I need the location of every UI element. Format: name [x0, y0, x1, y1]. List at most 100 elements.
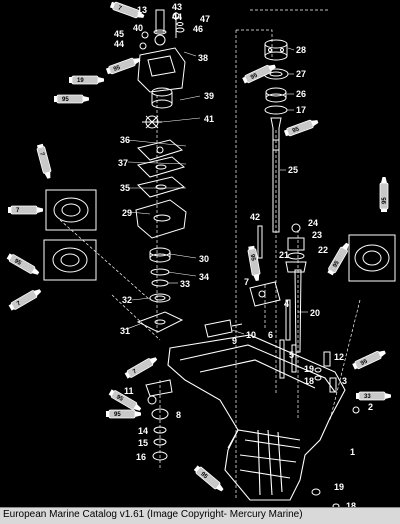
copyright-caption: European Marine Catalog v1.61 (Image Cop… [3, 509, 303, 520]
tube-t95g: 95 [326, 241, 352, 277]
svg-text:95: 95 [113, 65, 122, 73]
svg-text:95: 95 [13, 258, 22, 267]
tube-t95b: 95 [53, 94, 90, 104]
tube-t95h: 95 [246, 245, 262, 282]
callout-26: 26 [296, 89, 306, 99]
callout-47: 47 [200, 14, 210, 24]
sealant-tubes: 7 95 19 95 95 95 7 95 7 95 95 95 7 95 95… [5, 0, 392, 494]
callout-labels: 13 43 44 47 46 45 44 40 38 39 41 36 37 3… [114, 2, 373, 507]
driveshaft-bearings [263, 39, 289, 115]
callout-20: 20 [310, 308, 320, 318]
callout-27: 27 [296, 69, 306, 79]
callout-36: 36 [120, 135, 130, 145]
svg-text:7: 7 [16, 300, 22, 307]
svg-text:95: 95 [292, 126, 301, 134]
callout-17: 17 [296, 105, 306, 115]
callout-35: 35 [120, 183, 130, 193]
seals-and-plate [136, 247, 184, 333]
gearcase-housing [167, 334, 346, 501]
svg-text:95: 95 [250, 72, 259, 81]
callout-38: 38 [198, 53, 208, 63]
callout-30: 30 [199, 254, 209, 264]
svg-text:7: 7 [132, 368, 138, 375]
callout-7: 7 [244, 277, 249, 287]
svg-text:95: 95 [360, 358, 369, 367]
callout-34: 34 [199, 272, 209, 282]
callout-12: 12 [334, 352, 344, 362]
callout-45: 45 [114, 29, 124, 39]
leader-lines [123, 47, 308, 335]
svg-text:95: 95 [62, 97, 69, 103]
callout-2: 2 [368, 402, 373, 412]
callout-1: 1 [350, 447, 355, 457]
tube-t95k: 95 [105, 409, 142, 419]
callout-41: 41 [204, 114, 214, 124]
callout-24: 24 [308, 218, 318, 228]
callout-29: 29 [122, 208, 132, 218]
tube-t7e: 7 [123, 354, 159, 380]
callout-3: 3 [342, 376, 347, 386]
callout-43: 43 [172, 2, 182, 12]
callout-9: 9 [232, 336, 237, 346]
callout-16: 16 [136, 452, 146, 462]
dashed-centerlines [59, 9, 361, 500]
tube-t95e: 95 [379, 176, 389, 213]
callout-15: 15 [138, 438, 148, 448]
tube-t95a: 95 [105, 55, 142, 76]
callout-33: 33 [180, 279, 190, 289]
callout-10: 10 [246, 330, 256, 340]
tube-t95i: 95 [351, 347, 388, 371]
callout-19b: 19 [334, 482, 344, 492]
callout-37: 37 [118, 158, 128, 168]
seal-inset-boxes [43, 189, 396, 282]
exploded-parts-diagram: 7 95 19 95 95 95 7 95 7 95 95 95 7 95 95… [5, 0, 396, 507]
caption-bar: European Marine Catalog v1.61 (Image Cop… [0, 507, 400, 524]
callout-6: 6 [268, 330, 273, 340]
callout-31: 31 [120, 326, 130, 336]
callout-5: 5 [289, 350, 294, 360]
callout-25: 25 [288, 165, 298, 175]
svg-text:95: 95 [114, 412, 121, 418]
impeller-parts [142, 87, 173, 129]
callout-44b: 44 [114, 39, 124, 49]
water-pump-housing [137, 9, 186, 93]
callout-21: 21 [279, 250, 289, 260]
svg-text:95: 95 [199, 471, 208, 480]
tube-t7c: 7 [7, 205, 44, 215]
callout-8: 8 [176, 410, 181, 420]
tube-t7a: 7 [109, 0, 146, 21]
callout-19: 19 [304, 364, 314, 374]
callout-23: 23 [312, 230, 322, 240]
small-hardware [145, 339, 360, 507]
driveshaft [270, 117, 282, 233]
tube-t95l: 95 [192, 464, 226, 494]
shift-components [204, 223, 307, 353]
svg-text:95: 95 [115, 394, 124, 403]
svg-text:95: 95 [249, 254, 256, 262]
callout-18: 18 [304, 376, 314, 386]
callout-13: 13 [137, 5, 147, 15]
callout-14: 14 [138, 426, 148, 436]
callout-42: 42 [250, 212, 260, 222]
svg-text:7: 7 [16, 208, 20, 214]
callout-32: 32 [122, 295, 132, 305]
tube-t19: 19 [68, 75, 105, 85]
callout-4: 4 [284, 299, 289, 309]
tube-t95c: 95 [241, 61, 278, 85]
svg-text:95: 95 [382, 197, 388, 204]
callout-28: 28 [296, 45, 306, 55]
svg-text:7: 7 [117, 5, 123, 12]
svg-text:95: 95 [332, 260, 341, 269]
svg-text:33: 33 [364, 394, 371, 400]
callout-46: 46 [193, 24, 203, 34]
tube-t95f: 95 [5, 252, 41, 278]
callout-11: 11 [124, 386, 134, 396]
svg-text:7: 7 [38, 152, 45, 157]
gasket-plate-stack [135, 139, 187, 239]
callout-18b: 18 [346, 501, 356, 507]
tube-t95j: 95 [107, 388, 143, 414]
tube-t95d: 95 [283, 117, 320, 138]
tube-t7b: 7 [35, 143, 54, 180]
callout-39: 39 [204, 91, 214, 101]
tube-t7d: 7 [7, 286, 43, 312]
